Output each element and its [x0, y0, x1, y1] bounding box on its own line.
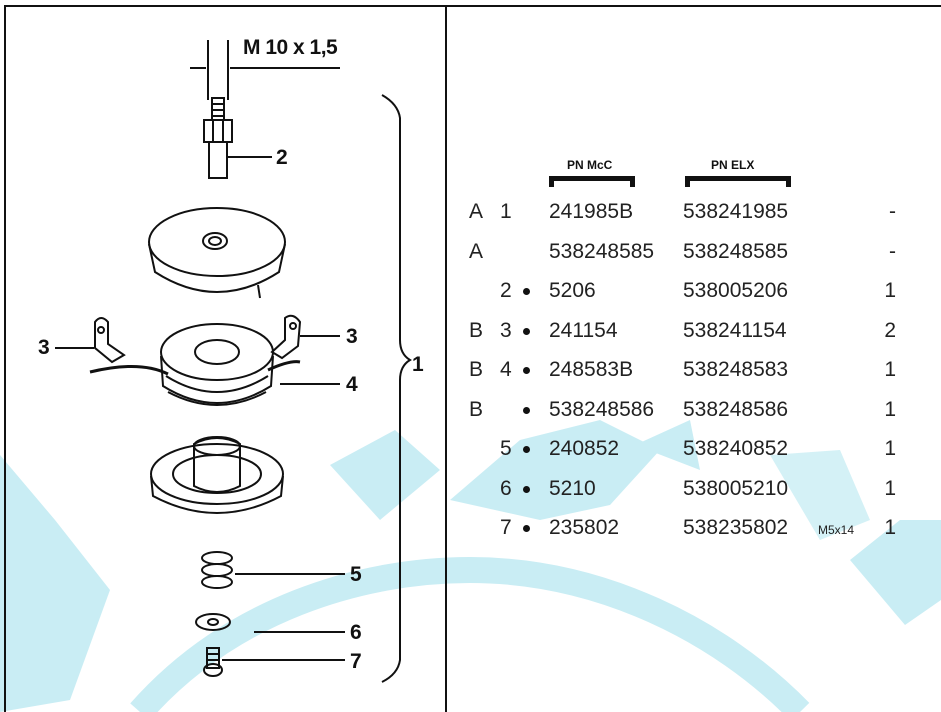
- frame-divider: [445, 6, 447, 712]
- row-pn-mcc: 241154: [549, 318, 618, 342]
- callout-6: 6: [350, 621, 362, 644]
- row-group: A: [469, 200, 484, 223]
- table-row: 5 240852 538240852 1: [0, 437, 941, 467]
- row-pn-elx: 538005206: [683, 279, 789, 302]
- row-quantity: 1: [884, 437, 896, 460]
- row-item-number: 2: [500, 279, 512, 302]
- row-pn-mcc: 241985B: [549, 200, 634, 223]
- table-row: 7 235802 538235802 M5x14 1: [0, 516, 941, 546]
- row-pn-elx: 538248583: [683, 358, 789, 381]
- callout-1: 1: [412, 353, 424, 376]
- row-quantity: 1: [884, 397, 896, 421]
- frame-top-border: [4, 5, 941, 7]
- callout-2: 2: [276, 146, 288, 169]
- row-group: A: [469, 239, 484, 263]
- callout-4: 4: [346, 373, 358, 396]
- row-pn-elx: 538248586: [683, 397, 789, 421]
- header-pn-elx: PN ELX: [711, 158, 755, 172]
- row-pn-mcc: 5206: [549, 279, 596, 302]
- row-pn-elx: 538248585: [683, 239, 789, 263]
- row-group: B: [469, 358, 484, 381]
- row-pn-mcc: 5210: [549, 476, 596, 500]
- row-item-number: 4: [500, 358, 512, 381]
- row-item-number: 5: [500, 437, 512, 460]
- row-quantity: 2: [884, 318, 896, 342]
- row-quantity: 1: [884, 279, 896, 302]
- row-quantity: 1: [884, 476, 896, 500]
- row-pn-mcc: 235802: [549, 516, 620, 539]
- row-item-number: 7: [500, 516, 512, 539]
- bullet-icon: [523, 485, 530, 493]
- row-pn-mcc: 240852: [549, 437, 620, 460]
- row-note: M5x14: [818, 523, 855, 537]
- bullet-icon: [523, 406, 530, 414]
- row-pn-elx: 538005210: [683, 476, 789, 500]
- row-group: B: [469, 397, 484, 421]
- row-quantity: -: [889, 200, 896, 223]
- header-pn-mcc: PN McC: [567, 158, 613, 172]
- bullet-icon: [523, 367, 530, 374]
- table-row: B 538248586 538248586 1: [0, 398, 941, 428]
- header-bracket-mcc: [549, 176, 635, 187]
- callout-5: 5: [350, 563, 362, 586]
- row-item-number: 6: [500, 476, 512, 500]
- row-quantity: 1: [884, 516, 896, 539]
- bullet-icon: [523, 525, 530, 532]
- row-pn-elx: 538235802: [683, 516, 789, 539]
- table-row: 6 5210 538005210 1: [0, 477, 941, 507]
- bullet-icon: [523, 446, 530, 453]
- row-quantity: -: [889, 239, 896, 263]
- row-quantity: 1: [884, 358, 896, 381]
- row-pn-mcc: 248583B: [549, 358, 634, 381]
- callout-3-left: 3: [38, 336, 50, 359]
- frame-left-border: [4, 5, 6, 712]
- thread-spec-label: M 10 x 1,5: [243, 36, 338, 59]
- row-pn-elx: 538240852: [683, 437, 789, 460]
- row-pn-elx: 538241154: [683, 318, 787, 342]
- parts-drawing: [55, 40, 412, 683]
- row-group: B: [469, 318, 484, 342]
- callout-7: 7: [350, 650, 362, 673]
- callout-3-right: 3: [346, 325, 358, 348]
- header-bracket-elx: [685, 176, 791, 187]
- row-pn-elx: 538241985: [683, 200, 789, 223]
- table-row: 2 5206 538005206 1: [0, 279, 941, 309]
- row-item-number: 3: [500, 318, 512, 342]
- row-item-number: 1: [500, 200, 512, 223]
- bullet-icon: [523, 327, 530, 335]
- bullet-icon: [523, 288, 530, 295]
- row-pn-mcc: 538248585: [549, 239, 655, 263]
- table-row: A 538248585 538248585 -: [0, 240, 941, 270]
- row-pn-mcc: 538248586: [549, 397, 655, 421]
